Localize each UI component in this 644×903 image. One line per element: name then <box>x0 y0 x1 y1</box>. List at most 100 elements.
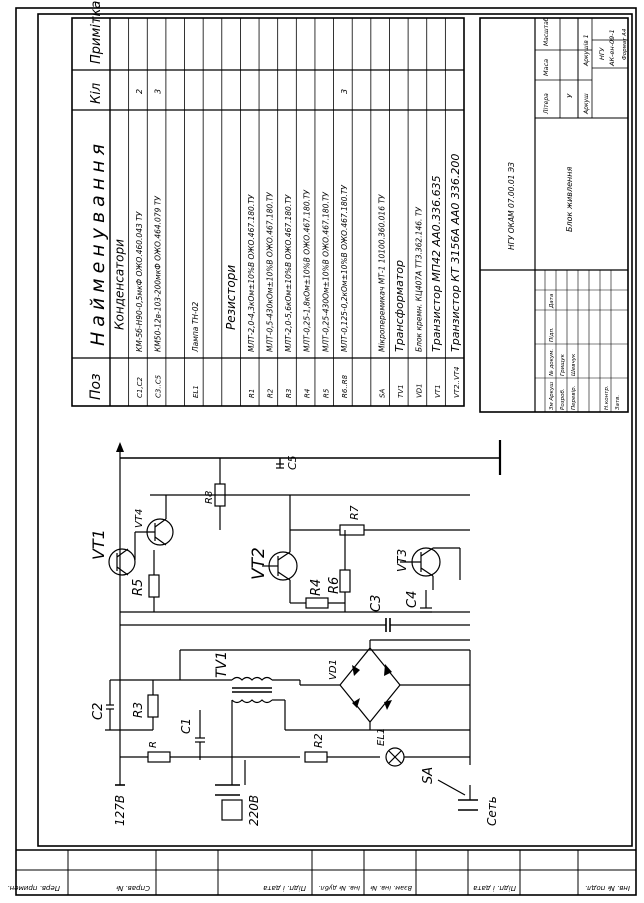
bom-pos-cell: R1 <box>248 389 256 398</box>
doc-name: Блок живлення <box>565 167 574 232</box>
diode-bridge-vd1 <box>339 647 401 723</box>
bom-section-heading: Конденсатори <box>112 239 126 330</box>
stamp-row-8: Затв. <box>615 395 621 410</box>
bom-name-cell: МЛТ-0,5-430кОм±10%В ОЖО.467.180.ТУ <box>265 192 274 352</box>
label-r: R <box>148 741 159 748</box>
bom-name-cell: Мікроперемикач МТ-1 10100.360.016 ТУ <box>377 194 386 352</box>
bom-name-cell: МЛТ-2,0-5,6кОм±10%В ОЖО.467.180.ТУ <box>284 194 293 352</box>
arrow-icon <box>116 442 124 452</box>
label-vt2: VT2 <box>249 547 269 580</box>
name-1: Грищук <box>560 353 566 376</box>
bom-pos-cell: VT2..VT4 <box>453 367 461 399</box>
label-vt1: VT1 <box>89 529 108 560</box>
resistor-r2 <box>304 751 328 763</box>
schematic <box>105 440 502 821</box>
label-net: Сеть <box>485 796 499 826</box>
stamp-row-6: Перевір. <box>571 385 577 410</box>
bom-pos-cell: SA <box>378 389 386 398</box>
stamp-row-3: Підп. <box>549 327 555 342</box>
sheet-label: Аркуш <box>583 93 590 115</box>
resistor-r3 <box>147 694 159 718</box>
label-c1: C1 <box>179 718 193 734</box>
bom-name-cell: МЛТ-2,0-4,3кОм±10%В ОЖО.467.180.ТУ <box>247 194 256 352</box>
name-2: Шевчук <box>571 353 577 376</box>
resistor-r <box>147 751 171 763</box>
org: НГУ <box>598 46 606 60</box>
bom-col-pos: Поз <box>88 373 104 400</box>
bom-pos-cell: VD1 <box>416 383 424 398</box>
resistor-r7 <box>339 524 365 536</box>
stamp-row-7: Н.контр. <box>604 385 610 410</box>
label-c5: C5 <box>286 455 299 470</box>
format: Формат А4 <box>622 28 628 60</box>
bom-pos-cell: TV1 <box>397 384 405 398</box>
label-vd1: VD1 <box>328 659 339 680</box>
designation: НГУ ОКАМ 07.00.01 ЭЗ <box>507 162 516 250</box>
bom-name-cell: Трансформатор <box>393 260 406 352</box>
bom-name-cell: МЛТ-0,25-430Ом±10%В ОЖО.467.180.ТУ <box>321 192 330 352</box>
bom-name-cell: КМ-5б-Н90-0,5мкФ ОЖО.460.043 ТУ <box>135 211 144 352</box>
stamp-label-4: Інв. № дубл. <box>318 884 360 892</box>
bom-qty-cell: 3 <box>340 89 349 94</box>
transistor-vt1 <box>108 548 136 576</box>
label-r2: R2 <box>312 733 325 748</box>
label-r7: R7 <box>348 505 361 520</box>
col-litera: Літера <box>543 93 550 115</box>
stamp-row-2: № докум. <box>549 349 555 377</box>
bom-pos-cell: С1,С2 <box>136 377 144 398</box>
label-c2: C2 <box>91 703 106 720</box>
label-el1: EL1 <box>376 728 387 746</box>
bom-pos-cell: R4 <box>304 389 312 398</box>
bom-name-cell: МЛТ-0,125-0,2кОм±10%В ОЖО.467.180.ТУ <box>340 185 349 352</box>
stamp-row-5: Розроб. <box>560 388 566 410</box>
stamp-label-6: Підп. і дата <box>473 884 516 892</box>
transformer-tv1 <box>231 676 273 681</box>
stamp-label-1: Перв. примен. <box>7 884 60 892</box>
col-scale: Масштаб <box>543 17 550 46</box>
label-r4: R4 <box>309 579 324 596</box>
bom-pos-cell: R5 <box>322 388 330 398</box>
bom-col-name: Найменування <box>87 139 109 346</box>
litera-value: У <box>566 93 574 98</box>
stamp-row-4: Дата <box>549 293 555 309</box>
bom-name-cell: МЛТ-0,25-1,8кОм±10%В ОЖО.467.180.ТУ <box>303 189 312 352</box>
side-stamp: Перв. примен. Справ. № Підп. і дата Інв.… <box>7 884 630 892</box>
label-vt4: VT4 <box>134 509 145 528</box>
title-block: НГУ ОКАМ 07.00.01 ЭЗ Блок живлення Літер… <box>479 17 629 413</box>
schematic-labels: VT1 VT4 VT2 VT3 R5 R4 R6 R7 R8 C5 C3 C4 … <box>89 455 499 826</box>
bom-pos-cell: R2 <box>266 388 274 398</box>
bom-pos-cell: R3 <box>285 389 293 398</box>
bom-pos-cell: R6..R8 <box>341 374 349 398</box>
bom-section-heading: Резистори <box>224 265 238 330</box>
bom-col-note: Примітка <box>89 1 104 64</box>
label-220v: 220В <box>247 795 261 826</box>
stamp-label-3: Підп. і дата <box>263 884 306 892</box>
bom-pos-cell: VT1 <box>434 384 442 398</box>
label-tv1: TV1 <box>214 651 230 678</box>
bom-name-cell: КМ50-12в-103-200мкФ ОЖО.464.079 ТУ <box>154 196 163 352</box>
resistor-r4 <box>305 597 329 609</box>
bom-pos-cell: EL1 <box>192 385 200 398</box>
bom-name-cell: Лампа ТН-02 <box>191 302 200 353</box>
label-r3: R3 <box>131 702 145 718</box>
label-sa: SA <box>421 767 436 784</box>
sheet-frame <box>15 7 637 896</box>
label-127v: 127В <box>113 795 127 826</box>
group: АК-ен-09-1 <box>608 29 616 67</box>
drawing-frame <box>37 13 633 847</box>
label-vt3: VT3 <box>395 549 409 572</box>
bom-name-cell: Транзистор КТ 3156А АА0 336.200 <box>449 154 462 352</box>
bom-qty-cell: 3 <box>154 89 163 94</box>
label-c3: C3 <box>369 595 384 612</box>
bom-name-cell: Блок кремн. КЦ407А ТТ3.362.146. ТУ <box>415 207 424 352</box>
label-r8: R8 <box>204 491 215 504</box>
stamp-label-5: Взам. інв. № <box>370 884 412 892</box>
stamp-row-1: Зм Аркуш <box>549 382 555 410</box>
bom-pos-cell: С3..С5 <box>155 374 163 398</box>
label-r5: R5 <box>131 579 146 596</box>
resistor-r5 <box>148 574 160 598</box>
stamp-label-2: Справ. № <box>116 884 150 892</box>
